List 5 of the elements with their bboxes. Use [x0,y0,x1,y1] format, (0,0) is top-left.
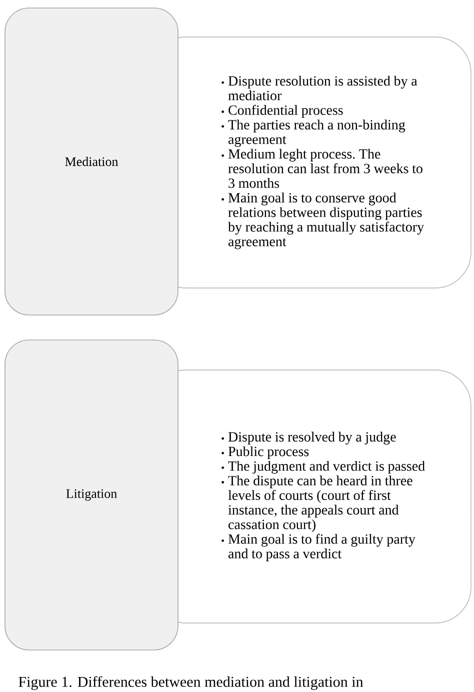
caption: Figure 1. Differences between mediation and litigation in [18,676,364,690]
rounded-box: Litigation [4,340,178,650]
rounded-box: Mediation [4,8,178,316]
bullet-list-box: Dispute resolution is assisted by a mediatior Confidential process The parties reach a non-binding agreement Medium leght process. The resolution can last from 3 weeks to 3 months Main goal is to conserve good relations between disputing parties by reaching a mutually satisfactory agreement [150,36,472,288]
bullet-list-box: Dispute is resolved by a judge Public process The judgment and verdict is passed The dispute can be heard in three levels of courts (court of first instance, the appeals court and cassation court) Main goal is to find a guilty party and to pass a verdict [150,370,472,624]
